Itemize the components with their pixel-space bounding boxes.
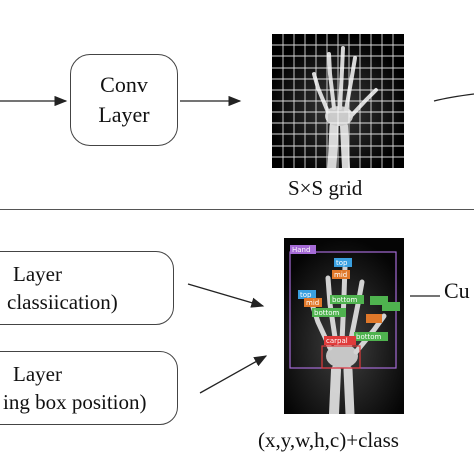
mid-label-2: mid [306, 299, 319, 307]
grid-caption: S×S grid [288, 176, 363, 200]
hand-bbox-label: Hand [292, 246, 310, 254]
hand-xray-detection-illustration: Hand top mid top mid bottom bottom botto… [284, 238, 404, 419]
top-label-1: top [336, 259, 348, 267]
right-cutoff-label: Cu [444, 278, 470, 303]
detection-xray-image: Hand top mid top mid bottom bottom botto… [284, 238, 404, 419]
top-label-2: top [300, 291, 312, 299]
carpal-bbox [321, 345, 361, 369]
bottom-label-3: bottom [356, 333, 381, 341]
grid-exit-curve [433, 93, 474, 102]
classification-layer-line2: classiication) [7, 290, 118, 314]
conv-layer-label-line2: Layer [98, 102, 150, 127]
grid-xray-image [272, 34, 404, 173]
bottom-label-1: bottom [332, 296, 357, 304]
hand-xray-grid-illustration [272, 34, 404, 173]
bbox-layer-line2: ing box position) [3, 390, 147, 414]
mid-label-1: mid [334, 271, 347, 279]
output-caption: (x,y,w,h,c)+class [258, 428, 399, 452]
bbox-layer-box: Layer ing box position) [0, 351, 178, 425]
conv-layer-label-line1: Conv [100, 72, 148, 97]
bbox-layer-line1: Layer [13, 362, 62, 386]
carpal-label: carpal [326, 337, 348, 345]
classification-layer-line1: Layer [13, 262, 62, 286]
bottom-label-2: bottom [314, 309, 339, 317]
fc1-to-output-arrow [187, 283, 265, 308]
classification-layer-box: Layer classiication) [0, 251, 174, 325]
conv-layer-box: Conv Layer [70, 54, 178, 146]
fc2-to-output-arrow [199, 355, 268, 394]
section-divider [0, 209, 474, 210]
